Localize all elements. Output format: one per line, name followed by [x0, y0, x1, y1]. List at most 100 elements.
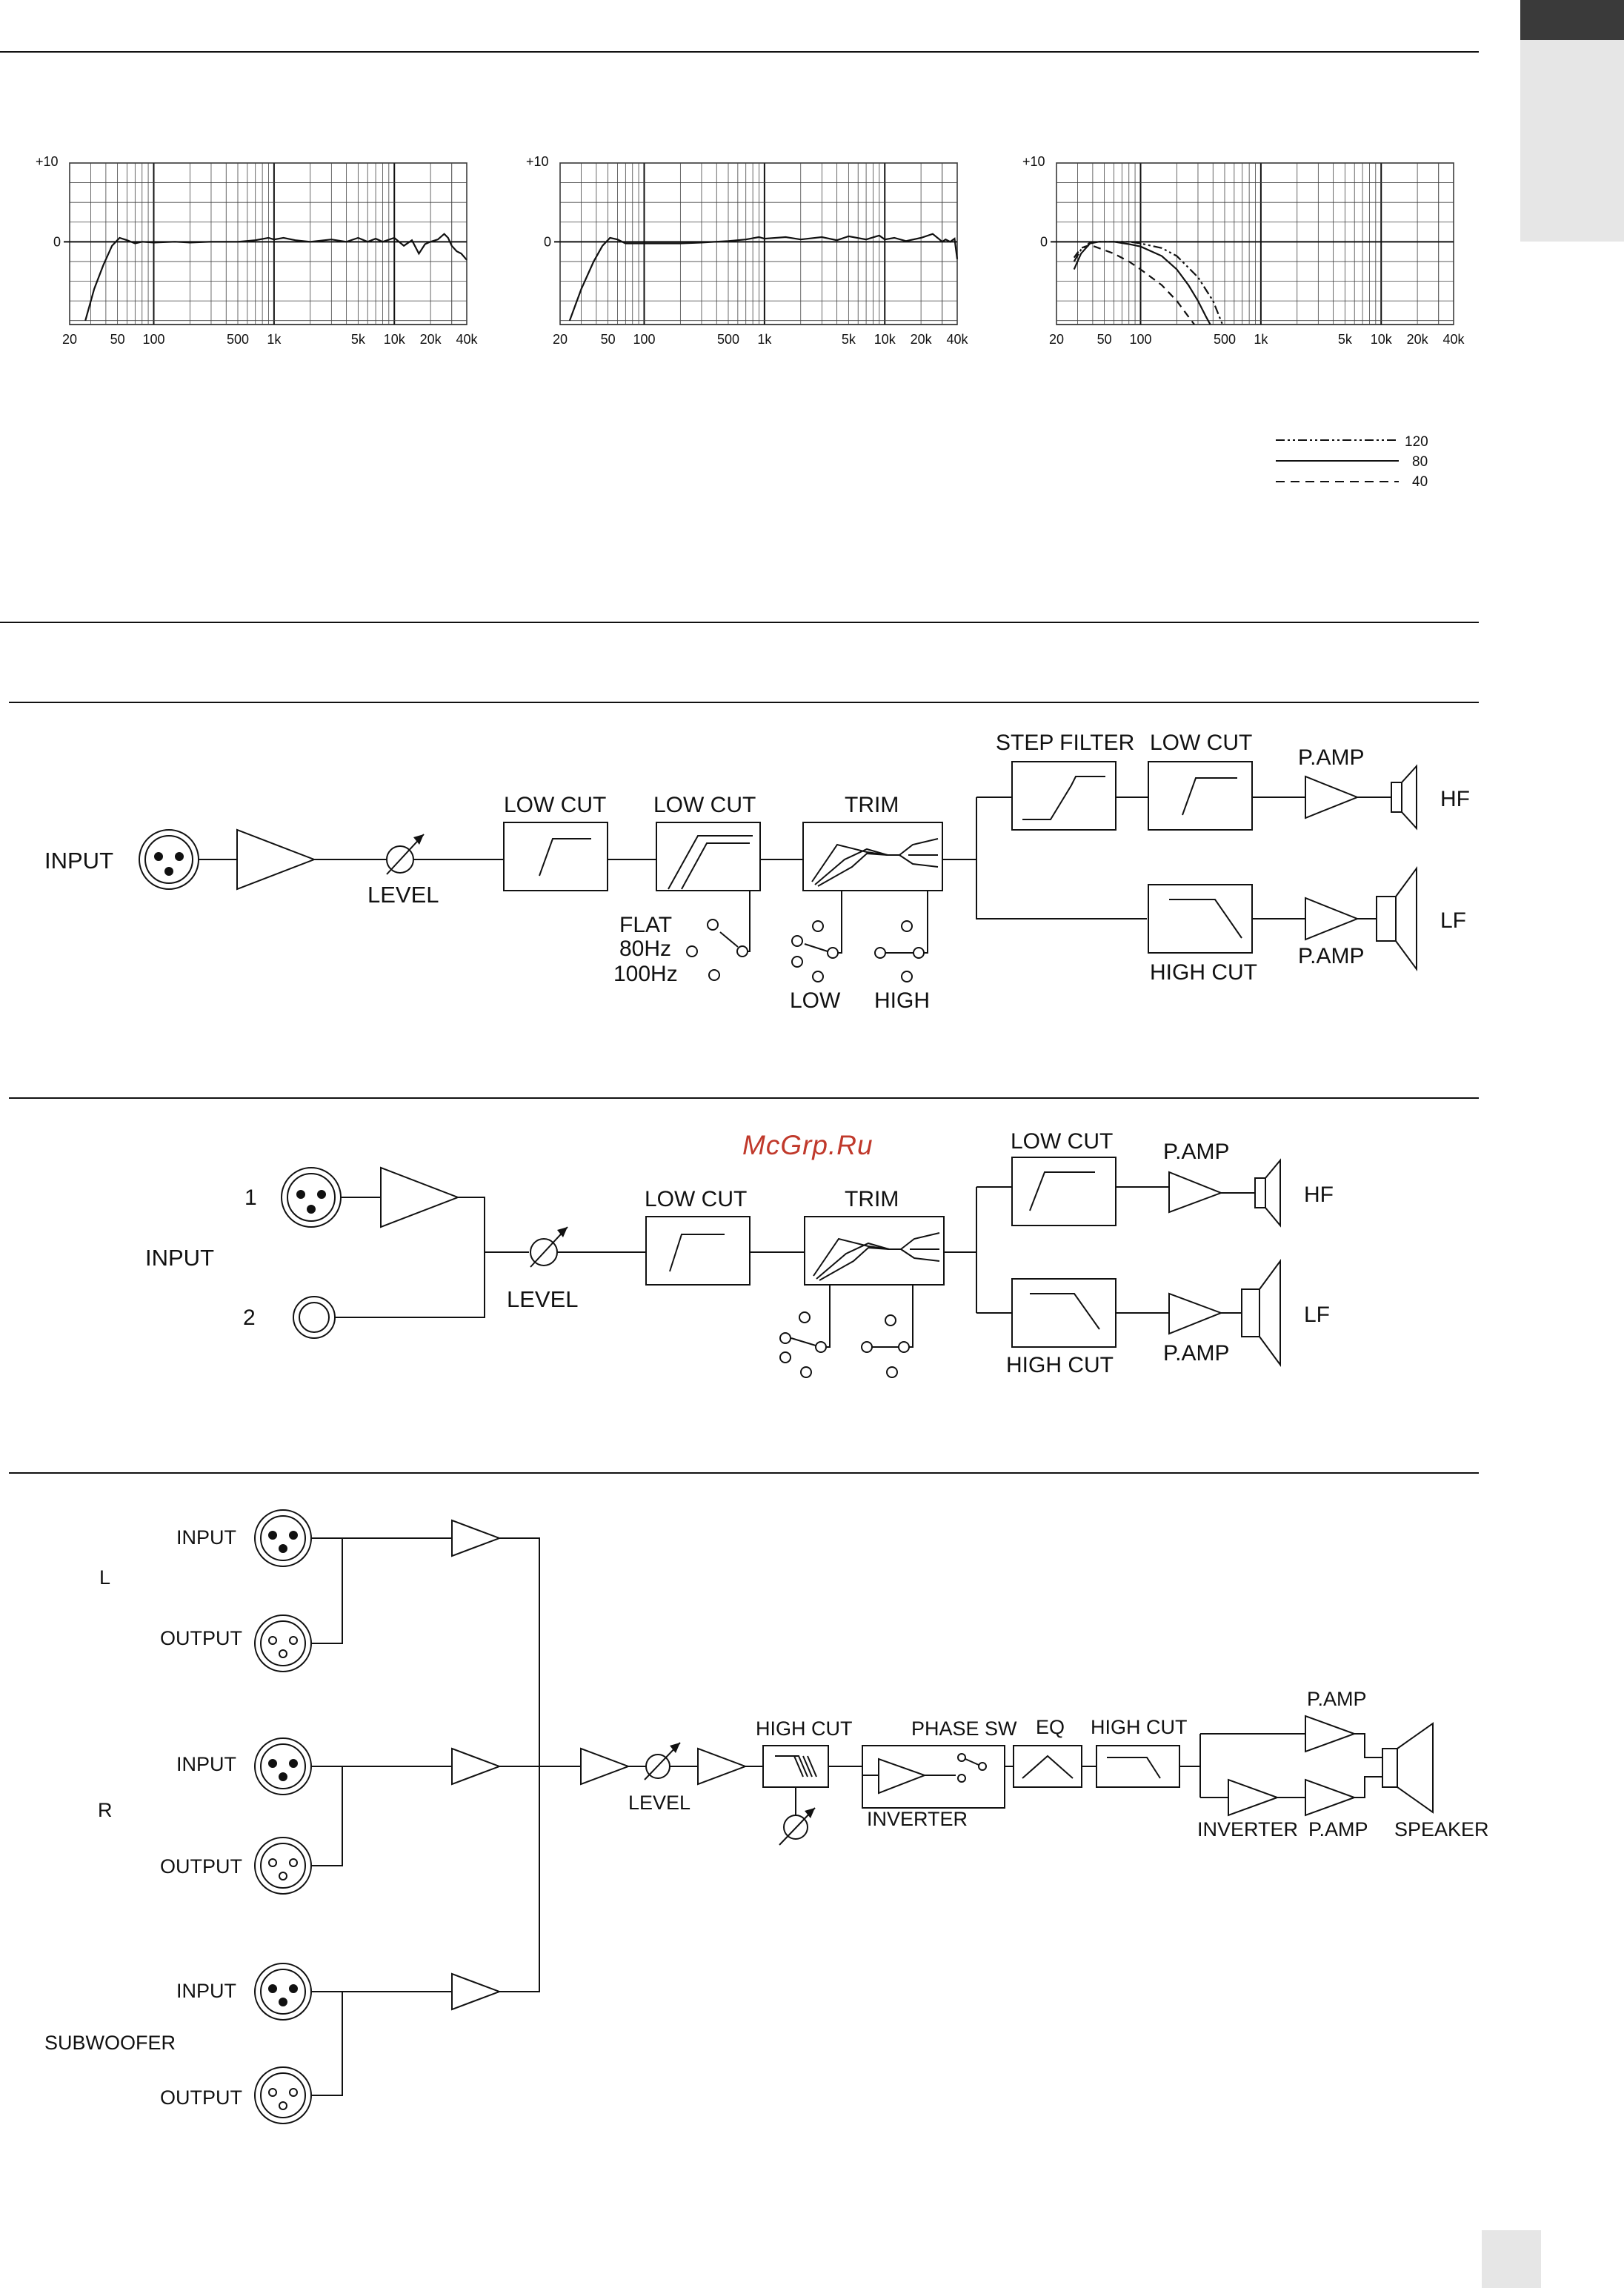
d3-eq-label: EQ — [1036, 1716, 1065, 1738]
d2-input2-label: 2 — [243, 1306, 256, 1330]
x-tick-label: 20k — [1407, 332, 1429, 347]
x-tick-label: 500 — [227, 332, 249, 347]
section-tab-dark — [1520, 0, 1624, 40]
d1-trim-box — [802, 822, 943, 891]
d1-lowcut3-label: LOW CUT — [1150, 731, 1252, 755]
block-diagram-1: INPUT LEVEL LOW CUT LOW CUT TRIM — [44, 731, 1470, 1013]
d2-lowcut-hf-label: LOW CUT — [1011, 1129, 1113, 1154]
d3-sub-output-xlr — [254, 2066, 312, 2124]
d1-lowcut2-box — [656, 822, 761, 891]
d3-level-knob — [644, 1742, 681, 1780]
d3-pamp-bot-label: P.AMP — [1308, 1818, 1368, 1840]
d2-pamp-hf — [1168, 1171, 1223, 1214]
d1-step-filter-label: STEP FILTER — [996, 731, 1134, 755]
d2-pamp-lf-label: P.AMP — [1163, 1341, 1230, 1366]
d2-lf-speaker — [1241, 1258, 1281, 1368]
d1-trim-high-switch — [874, 891, 928, 982]
d1-input-label: INPUT — [44, 848, 113, 874]
section-tab-light — [1520, 40, 1624, 242]
d1-lowcut2-label: LOW CUT — [653, 793, 756, 817]
d1-pamp-lf-label: P.AMP — [1298, 944, 1365, 968]
block-diagram-3: INPUT OUTPUT L INPUT OUTPUT R INPUT OUTP… — [44, 1509, 1489, 2124]
x-tick-label: 100 — [633, 332, 655, 347]
legend-label-80: 80 — [1412, 454, 1428, 470]
d1-trim-low-switch — [791, 891, 842, 982]
d1-highcut-box — [1148, 884, 1253, 954]
d3-r-output-label: OUTPUT — [160, 1855, 242, 1878]
d2-trim-curves — [813, 1232, 940, 1281]
d3-level-label: LEVEL — [628, 1792, 690, 1814]
y-tick-label: 0 — [1040, 234, 1048, 249]
d3-inverter1-label: INVERTER — [867, 1808, 968, 1830]
d3-highcut2-label: HIGH CUT — [1091, 1716, 1188, 1738]
d1-level-knob — [386, 834, 425, 875]
x-tick-label: 100 — [1129, 332, 1151, 347]
d3-pamp-bot — [1305, 1778, 1357, 1817]
d1-trim-curves — [811, 838, 939, 887]
d1-input-connector — [139, 829, 199, 890]
d3-pamp-top-label: P.AMP — [1307, 1688, 1367, 1710]
x-tick-label: 40k — [1442, 332, 1465, 347]
d2-pamp-lf — [1168, 1292, 1223, 1335]
legend-label-40: 40 — [1412, 474, 1428, 490]
d2-level-label: LEVEL — [507, 1286, 579, 1312]
chart-frame — [1056, 162, 1454, 325]
d2-level-knob — [530, 1226, 568, 1268]
x-tick-label: 5k — [351, 332, 366, 347]
d2-input2-jack — [293, 1296, 336, 1339]
x-tick-label: 20 — [62, 332, 77, 347]
d3-speaker-label: SPEAKER — [1394, 1818, 1489, 1840]
y-tick-label: +10 — [36, 154, 59, 169]
x-tick-label: 50 — [601, 332, 616, 347]
y-tick-label: 0 — [53, 234, 61, 249]
d1-lowcut-switch — [686, 891, 751, 981]
d3-highcut1-label: HIGH CUT — [756, 1717, 853, 1740]
d3-phase-sw-label: PHASE SW — [911, 1717, 1017, 1740]
y-tick-label: 0 — [544, 234, 551, 249]
d3-r-input-xlr — [254, 1737, 312, 1795]
y-tick-label: +10 — [1022, 154, 1045, 169]
x-tick-label: 500 — [1214, 332, 1236, 347]
d3-sum-amp — [580, 1747, 630, 1786]
d1-lowcut1-label: LOW CUT — [504, 793, 606, 817]
d1-high-label: HIGH — [874, 988, 930, 1013]
d2-hf-label: HF — [1304, 1183, 1334, 1207]
block-diagram-2: 1 2 INPUT LEVEL LOW CUT TRIM — [145, 1129, 1334, 1378]
d1-flat-label: FLAT — [619, 913, 672, 937]
x-tick-label: 500 — [717, 332, 739, 347]
d3-sub-output-label: OUTPUT — [160, 2086, 242, 2109]
d2-preamp — [380, 1166, 460, 1228]
x-tick-label: 1k — [267, 332, 282, 347]
d1-pamp-hf — [1305, 775, 1360, 819]
d3-inverter2-label: INVERTER — [1197, 1818, 1298, 1840]
d1-low-label: LOW — [790, 988, 841, 1013]
d1-lf-label: LF — [1440, 908, 1466, 933]
chart-frame — [559, 162, 958, 325]
response-curve-1 — [568, 233, 959, 322]
d2-hf-speaker — [1254, 1158, 1281, 1228]
d1-lf-speaker — [1376, 865, 1417, 972]
x-tick-label: 5k — [842, 332, 856, 347]
d3-sub-input-label: INPUT — [176, 1980, 236, 2002]
x-tick-label: 50 — [110, 332, 125, 347]
x-tick-label: 1k — [757, 332, 772, 347]
d3-r-input-label: INPUT — [176, 1753, 236, 1775]
x-tick-label: 40k — [946, 332, 968, 347]
x-tick-label: 50 — [1097, 332, 1112, 347]
d3-sub-input-xlr — [254, 1963, 312, 2021]
d2-highcut-label: HIGH CUT — [1006, 1353, 1114, 1377]
response-curve-1 — [1073, 241, 1211, 325]
d1-lowcut3-box — [1148, 761, 1253, 831]
x-tick-label: 10k — [874, 332, 896, 347]
x-tick-label: 20k — [911, 332, 933, 347]
d3-eq-box — [1013, 1745, 1082, 1788]
x-tick-label: 10k — [1371, 332, 1393, 347]
y-tick-label: +10 — [526, 154, 549, 169]
d3-l-output-xlr — [254, 1614, 312, 1672]
d3-l-input-label: INPUT — [176, 1526, 236, 1549]
d1-lowcut1-box — [503, 822, 608, 891]
